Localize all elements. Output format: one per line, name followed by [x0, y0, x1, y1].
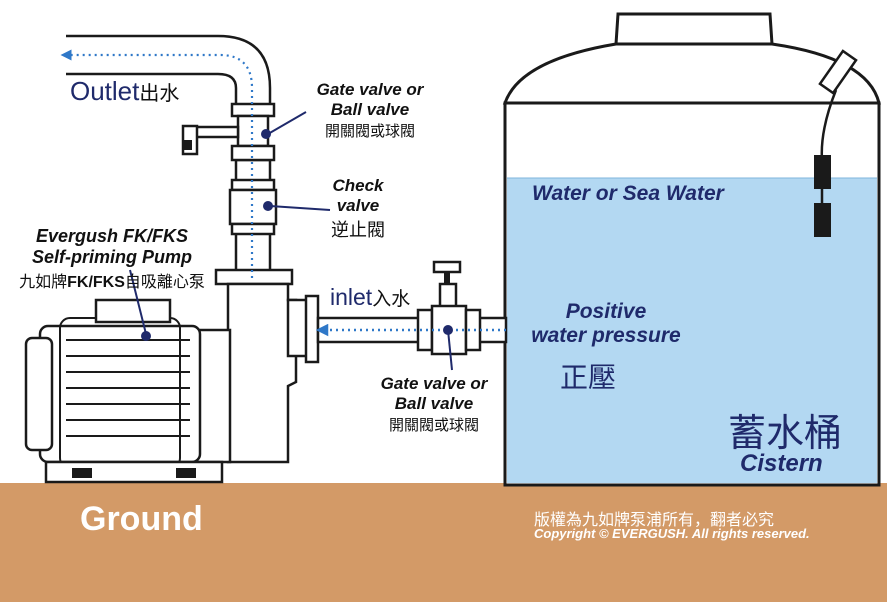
gate-valve-bottom-zh: 開關閥或球閥 [388, 416, 479, 434]
cistern-icon [502, 12, 881, 487]
inlet-pipe [316, 316, 508, 344]
check-valve-line1: Check [332, 176, 384, 195]
pump-icon [24, 268, 320, 484]
ground-label: Ground [80, 500, 203, 538]
gate-valve-bottom-label: Gate valve or Ball valve 開關閥或球閥 [364, 374, 504, 435]
gate-valve-icon [181, 102, 276, 162]
pump-label-zh-prefix: 九如牌 [19, 272, 68, 291]
water-label: Water or Sea Water [532, 182, 724, 205]
pump-label-zh-suffix: 自吸離心泵 [124, 272, 205, 291]
outlet-label: Outlet出水 [70, 76, 179, 107]
gate-valve-top-line2: Ball valve [330, 100, 410, 119]
outlet-label-zh: 出水 [139, 81, 180, 105]
gate-valve-top-zh: 開關閥或球閥 [324, 122, 415, 140]
ground [0, 483, 887, 602]
gate-valve-bottom-line1: Gate valve or [380, 374, 488, 393]
check-valve-line2: valve [336, 196, 380, 215]
check-valve-label: Check valve 逆止閥 [318, 176, 398, 242]
pressure-label: Positive water pressure [508, 300, 704, 348]
gate-valve-top-label: Gate valve or Ball valve 開關閥或球閥 [300, 80, 440, 141]
pressure-label-zh: 正壓 [560, 361, 617, 394]
copyright-en: Copyright © EVERGUSH. All rights reserve… [534, 526, 810, 541]
pump-label-line2: Self-priming Pump [31, 247, 192, 267]
pressure-label-line2: water pressure [531, 324, 681, 347]
inlet-label-en: inlet [330, 284, 373, 310]
flow-arrow-icon [60, 49, 506, 337]
check-valve-zh: 逆止閥 [331, 220, 385, 241]
outlet-label-en: Outlet [70, 76, 140, 106]
cistern-label-en: Cistern [740, 450, 823, 477]
pressure-label-line1: Positive [565, 300, 647, 323]
pump-label-zh: 九如牌FK/FKS自吸離心泵 [0, 268, 224, 292]
gate-valve-bottom-line2: Ball valve [394, 394, 474, 413]
cistern-label-zh: 蓄水桶 [728, 411, 843, 455]
inlet-label-zh: 入水 [372, 288, 411, 310]
pump-label-line1: Evergush FK/FKS [35, 226, 189, 246]
pump-label: Evergush FK/FKS Self-priming Pump 九如牌FK/… [0, 226, 224, 292]
float-switch-icon [814, 49, 858, 237]
label-pointers [129, 111, 453, 371]
pump-label-zh-model: FK/FKS [67, 274, 125, 291]
gate-valve-top-line1: Gate valve or [316, 80, 424, 99]
inlet-label: inlet入水 [330, 284, 410, 311]
copyright-zh: 版權為九如牌泵浦所有，翻者必究 [534, 510, 775, 529]
